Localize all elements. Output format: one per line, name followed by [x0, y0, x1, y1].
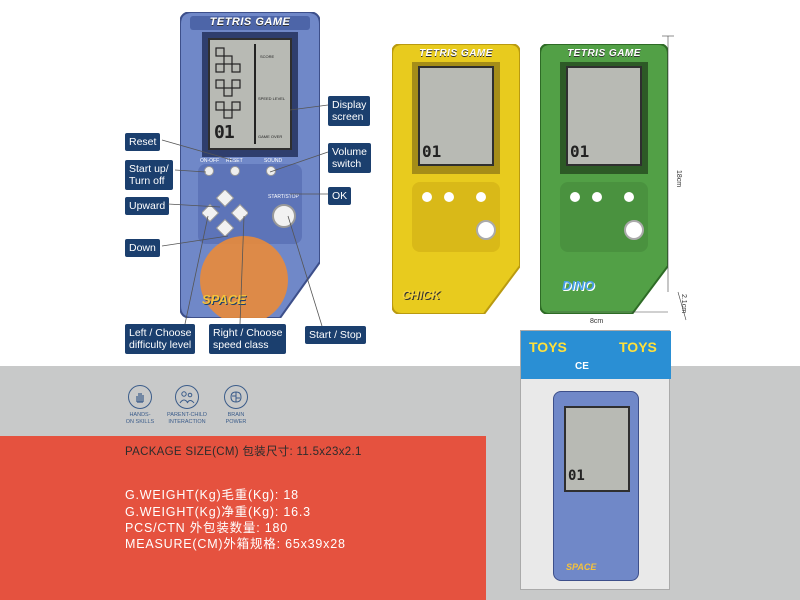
callout-down: Down	[125, 239, 160, 257]
package-header	[521, 331, 671, 379]
display-screen: SCORE SPEED LEVEL GAME OVER 01	[208, 38, 292, 150]
game-over-label: GAME OVER	[258, 134, 283, 139]
reset-button[interactable]	[230, 166, 240, 176]
chick-badge: CHICK	[402, 288, 440, 302]
callout-left: Left / Choose difficulty level	[125, 324, 196, 354]
pcs-ctn-text: PCS/CTN 外包装数量: 180	[125, 521, 289, 535]
score-label: SCORE	[260, 54, 275, 59]
callout-start-stop: Start / Stop	[305, 326, 366, 344]
level-digits: 01	[570, 142, 590, 161]
on-off-button[interactable]	[422, 192, 432, 202]
display-screen: 01	[566, 66, 642, 166]
feature-brain-power: BRAIN POWER	[204, 385, 268, 426]
callout-upward: Upward	[125, 197, 170, 215]
d-pad[interactable]	[202, 190, 248, 236]
packaged-console: 01 SPACE	[553, 391, 639, 581]
tetris-blocks	[215, 44, 256, 144]
callout-ok: OK	[328, 187, 352, 205]
start-stop-label: START/STOP	[268, 194, 299, 200]
display-screen: 01	[418, 66, 494, 166]
blue-game-console: TETRIS GAME SCORE SPEED LEVEL GAME OVER …	[180, 12, 320, 318]
start-stop-button[interactable]	[272, 204, 296, 228]
spec-panel	[0, 436, 486, 600]
dino-badge: DINO	[562, 278, 595, 293]
speed-level-label: SPEED LEVEL	[258, 96, 286, 101]
people-icon	[175, 385, 199, 409]
level-digits: 01	[422, 142, 442, 161]
package-toys-left: TOYS	[529, 339, 567, 355]
sound-button[interactable]	[266, 166, 276, 176]
on-off-button[interactable]	[570, 192, 580, 202]
console-title: TETRIS GAME	[209, 16, 291, 28]
feature-parent-child: PARENT-CHILD INTERACTION	[155, 385, 219, 426]
package-size-text: PACKAGE SIZE(CM) 包装尺寸: 11.5x23x2.1	[125, 446, 362, 458]
gross-weight-text: G.WEIGHT(Kg)毛重(Kg): 18	[125, 488, 299, 502]
on-off-button[interactable]	[204, 166, 214, 176]
reset-button[interactable]	[592, 192, 602, 202]
display-screen: 01	[564, 406, 630, 492]
feature-label: PARENT-CHILD INTERACTION	[167, 412, 207, 425]
ce-mark: CE	[575, 361, 589, 372]
yellow-game-console: TETRIS GAME 01 CHICK	[392, 44, 520, 314]
blister-package: TOYS TOYS CE 01 SPACE	[520, 330, 671, 590]
feature-label: BRAIN POWER	[225, 412, 247, 425]
console-title: TETRIS GAME	[419, 48, 493, 59]
space-badge: SPACE	[566, 562, 597, 572]
sound-button[interactable]	[476, 192, 486, 202]
callout-display: Display screen	[328, 96, 371, 126]
measure-text: MEASURE(CM)外箱规格: 65x39x28	[125, 537, 346, 551]
console-title: TETRIS GAME	[567, 48, 641, 59]
on-off-label: ON-OFF	[200, 158, 220, 164]
height-dim: 18cm	[675, 169, 683, 188]
sound-label: SOUND	[264, 158, 283, 164]
depth-dim: 2.1cm	[680, 293, 688, 314]
width-dim: 8cm	[590, 318, 604, 325]
callout-volume: Volume switch	[328, 143, 372, 173]
green-game-console: TETRIS GAME 01 DINO	[540, 44, 668, 314]
hand-icon	[128, 385, 152, 409]
feature-label: HANDS- ON SKILLS	[125, 412, 155, 425]
net-weight-text: G.WEIGHT(Kg)净重(Kg): 16.3	[125, 505, 311, 519]
reset-label: RESET	[226, 158, 243, 164]
space-badge: SPACE	[202, 292, 246, 307]
start-stop-button[interactable]	[476, 220, 496, 240]
reset-button[interactable]	[444, 192, 454, 202]
callout-start-up: Start up/ Turn off	[125, 160, 173, 190]
level-digits: 01	[568, 468, 585, 484]
feature-hands-on: HANDS- ON SKILLS	[108, 385, 172, 426]
callout-reset: Reset	[125, 133, 161, 151]
package-toys-right: TOYS	[619, 339, 657, 355]
level-digits: 01	[214, 122, 235, 143]
brain-icon	[224, 385, 248, 409]
callout-right: Right / Choose speed class	[209, 324, 287, 354]
sound-button[interactable]	[624, 192, 634, 202]
dimension-lines	[550, 35, 687, 321]
start-stop-button[interactable]	[624, 220, 644, 240]
